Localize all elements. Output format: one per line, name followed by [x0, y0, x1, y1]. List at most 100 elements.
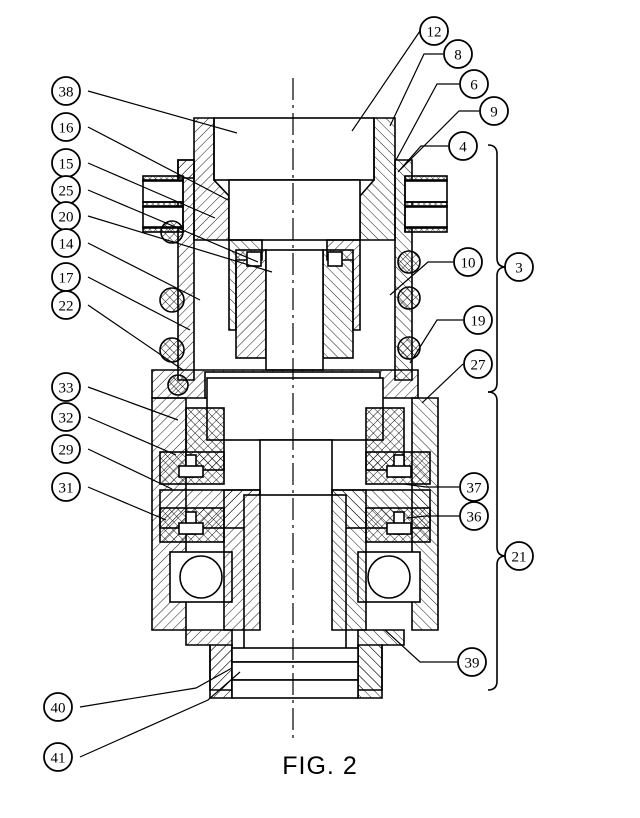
numeral-label-19: 19 — [471, 314, 486, 330]
reference-numeral-31: 31 — [51, 472, 81, 502]
numeral-label-12: 12 — [427, 25, 442, 41]
reference-numeral-10: 10 — [453, 247, 483, 277]
leader-line-29 — [87, 448, 173, 490]
assembly-brackets-group — [487, 144, 507, 691]
numeral-label-37: 37 — [467, 481, 483, 497]
reference-numeral-36: 36 — [459, 501, 489, 531]
numeral-circle-6 — [459, 69, 489, 99]
numeral-circle-31 — [51, 472, 81, 502]
numeral-label-10: 10 — [461, 256, 476, 272]
part-top-cap — [193, 117, 396, 241]
part-bottom-end-cap — [185, 629, 405, 699]
numeral-circle-21 — [504, 541, 534, 571]
leader-line-32 — [87, 416, 177, 456]
numeral-circle-16 — [51, 112, 81, 142]
numeral-label-33: 33 — [59, 381, 74, 397]
reference-numeral-20: 20 — [51, 201, 81, 231]
numeral-label-4: 4 — [459, 140, 467, 156]
reference-numeral-41: 41 — [43, 742, 73, 772]
leader-line-10 — [389, 261, 453, 296]
numeral-label-32: 32 — [59, 411, 74, 427]
reference-numeral-9: 9 — [479, 96, 509, 126]
numeral-label-36: 36 — [467, 510, 483, 526]
reference-numeral-27: 27 — [463, 349, 493, 379]
leader-line-22 — [87, 304, 184, 371]
leader-line-20 — [87, 215, 273, 273]
bracket-assembly-21 — [487, 391, 507, 691]
reference-numeral-8: 8 — [443, 39, 473, 69]
reference-numeral-4: 4 — [448, 131, 478, 161]
numeral-label-16: 16 — [59, 121, 75, 137]
numeral-label-17: 17 — [59, 271, 75, 287]
part-central-shaft — [223, 439, 367, 651]
leader-line-8 — [389, 53, 443, 127]
leader-line-25 — [87, 189, 259, 263]
numeral-label-8: 8 — [454, 48, 462, 64]
reference-numeral-32: 32 — [51, 402, 81, 432]
reference-numeral-38: 38 — [51, 76, 81, 106]
numeral-circle-33 — [51, 372, 81, 402]
reference-numeral-21: 21 — [504, 541, 534, 571]
numeral-circle-37 — [459, 472, 489, 502]
leader-line-17 — [87, 276, 191, 331]
numeral-label-27: 27 — [471, 358, 487, 374]
leader-line-37 — [403, 483, 459, 488]
numeral-circle-4 — [448, 131, 478, 161]
leader-line-4 — [397, 145, 448, 173]
reference-numeral-37: 37 — [459, 472, 489, 502]
numeral-label-6: 6 — [470, 78, 478, 94]
reference-numeral-group: 3816152520141722333229314041128694101927… — [43, 16, 534, 772]
numeral-label-9: 9 — [490, 105, 498, 121]
reference-numeral-17: 17 — [51, 262, 81, 292]
reference-numeral-16: 16 — [51, 112, 81, 142]
numeral-label-31: 31 — [59, 481, 74, 497]
leader-line-9 — [399, 110, 479, 171]
numeral-label-15: 15 — [59, 157, 74, 173]
leader-line-41 — [79, 671, 241, 758]
numeral-circle-36 — [459, 501, 489, 531]
leader-line-19 — [409, 319, 463, 364]
reference-numeral-6: 6 — [459, 69, 489, 99]
numeral-circle-12 — [419, 16, 449, 46]
numeral-circle-3 — [504, 252, 534, 282]
numeral-circle-40 — [43, 692, 73, 722]
numeral-circle-10 — [453, 247, 483, 277]
numeral-circle-22 — [51, 290, 81, 320]
numeral-label-38: 38 — [59, 85, 74, 101]
reference-numeral-29: 29 — [51, 434, 81, 464]
leader-line-31 — [87, 486, 167, 521]
numeral-circle-41 — [43, 742, 73, 772]
numeral-label-39: 39 — [465, 656, 480, 672]
numeral-circle-39 — [457, 647, 487, 677]
part-right-port-fitting — [404, 175, 448, 233]
numeral-label-22: 22 — [59, 299, 74, 315]
numeral-circle-9 — [479, 96, 509, 126]
reference-numeral-3: 3 — [504, 252, 534, 282]
bracket-assembly-3 — [487, 144, 507, 393]
reference-numeral-12: 12 — [419, 16, 449, 46]
part-inner-sleeve — [228, 239, 361, 371]
numeral-label-20: 20 — [59, 210, 74, 226]
numeral-label-21: 21 — [512, 550, 527, 566]
leader-line-27 — [421, 363, 464, 404]
reference-numeral-15: 15 — [51, 148, 81, 178]
numeral-circle-32 — [51, 402, 81, 432]
numeral-circle-8 — [443, 39, 473, 69]
leader-line-39 — [384, 629, 457, 663]
numeral-circle-29 — [51, 434, 81, 464]
reference-numeral-40: 40 — [43, 692, 73, 722]
leader-line-12 — [351, 30, 421, 132]
leader-line-15 — [87, 162, 216, 219]
leader-line-40 — [79, 667, 233, 708]
numeral-circle-27 — [463, 349, 493, 379]
reference-numeral-14: 14 — [51, 228, 81, 258]
numeral-circle-19 — [463, 305, 493, 335]
leader-line-14 — [87, 242, 201, 301]
leader-lines-group — [79, 30, 479, 758]
reference-numeral-39: 39 — [457, 647, 487, 677]
reference-numeral-22: 22 — [51, 290, 81, 320]
leader-line-38 — [87, 90, 238, 134]
reference-numeral-33: 33 — [51, 372, 81, 402]
